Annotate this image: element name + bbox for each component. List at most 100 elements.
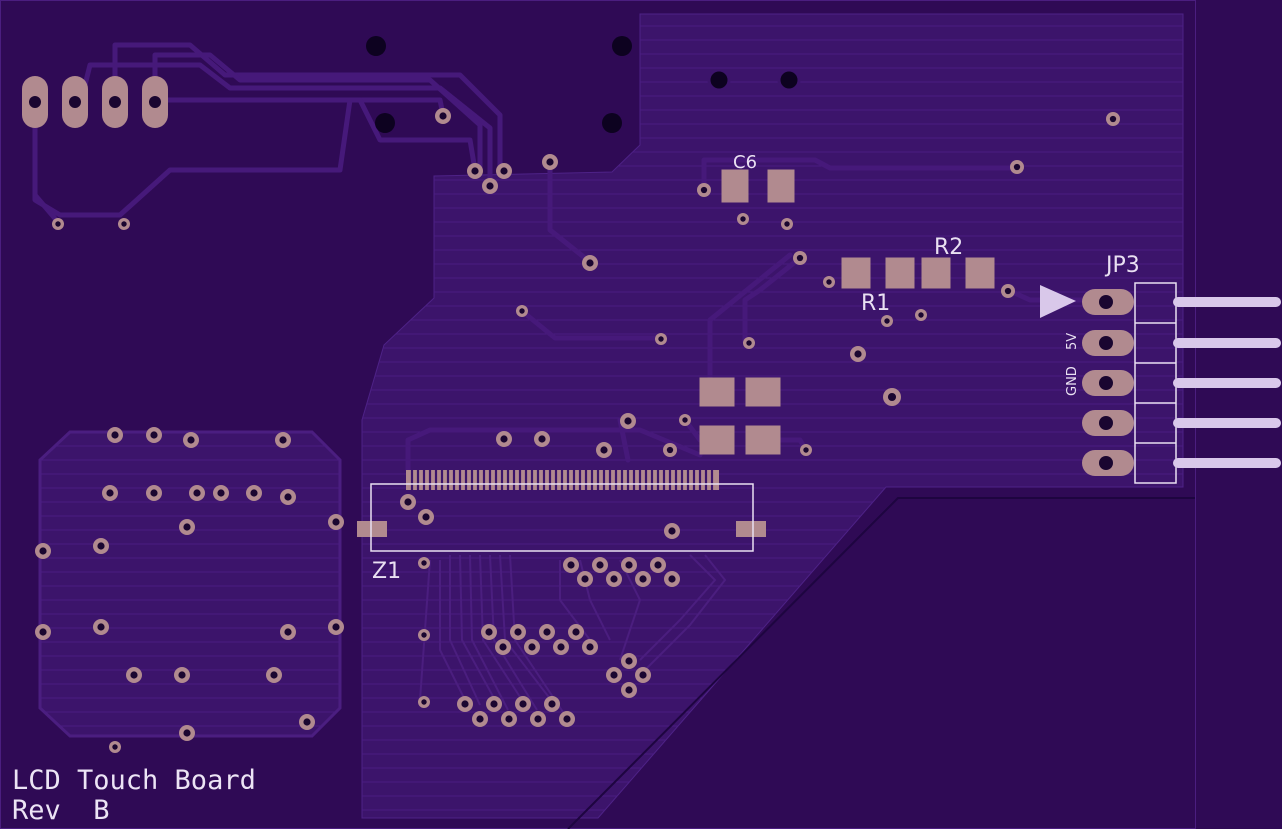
via-drill: [97, 542, 105, 550]
r1-label: R1: [861, 291, 890, 316]
via-drill: [884, 318, 890, 324]
jp3-label: JP3: [1104, 253, 1140, 278]
c6-pad-2: [767, 169, 795, 203]
vias: [35, 108, 1120, 753]
via-drill: [666, 446, 674, 454]
pin1-indicator-icon: [1040, 285, 1076, 318]
via-drill: [476, 715, 484, 723]
via-drill: [567, 561, 575, 569]
smd-pads: [699, 169, 995, 455]
via-drill: [183, 729, 191, 737]
via-drill: [668, 575, 676, 583]
via-drill: [538, 435, 546, 443]
via-drill: [187, 436, 195, 444]
via-drill: [39, 628, 47, 636]
via-drill: [586, 259, 594, 267]
via-drill: [332, 518, 340, 526]
z1-outline: [370, 483, 754, 552]
via-drill: [97, 623, 105, 631]
r2-pad-1: [921, 257, 951, 289]
via-drill: [112, 744, 118, 750]
via-drill: [625, 657, 633, 665]
board-title: LCD Touch Board: [12, 765, 256, 796]
via-drill: [486, 182, 494, 190]
via-drill: [111, 431, 119, 439]
via-drill: [546, 158, 554, 166]
via-drill: [596, 561, 604, 569]
jp3-pads: [1082, 289, 1134, 476]
via-drill: [610, 575, 618, 583]
via-drill: [404, 498, 412, 506]
via-drill: [514, 628, 522, 636]
copper-pour: [38, 13, 1184, 819]
via-drill: [421, 699, 427, 705]
via-drill: [150, 431, 158, 439]
via-drill: [654, 561, 662, 569]
pin-label-gnd: GND: [1065, 366, 1080, 396]
via-drill: [471, 167, 479, 175]
via-drill: [803, 447, 809, 453]
via-drill: [668, 527, 676, 535]
left-connector-pads: [22, 76, 168, 128]
via-drill: [543, 628, 551, 636]
via-drill: [1013, 163, 1021, 171]
via-drill: [270, 671, 278, 679]
via-drill: [740, 216, 746, 222]
via-drill: [505, 715, 513, 723]
via-drill: [121, 221, 127, 227]
via-drill: [548, 700, 556, 708]
c6-pad-1: [721, 169, 749, 203]
via-drill: [332, 623, 340, 631]
via-drill: [422, 513, 430, 521]
smd-pad-a: [699, 377, 735, 407]
board-revision: Rev B: [12, 795, 110, 826]
via-drill: [519, 700, 527, 708]
via-drill: [284, 628, 292, 636]
via-drill: [499, 643, 507, 651]
via-drill: [279, 436, 287, 444]
z1-connector-pads: [357, 470, 766, 537]
via-drill: [485, 628, 493, 636]
traces: [32, 42, 1103, 473]
jp3-pins: [1173, 297, 1281, 468]
via-drill: [600, 446, 608, 454]
via-drill: [1109, 115, 1117, 123]
via-drill: [217, 489, 225, 497]
via-drill: [746, 340, 752, 346]
via-drill: [461, 700, 469, 708]
via-drill: [193, 489, 201, 497]
via-drill: [150, 489, 158, 497]
z1-label: Z1: [372, 559, 401, 584]
via-drill: [625, 686, 633, 694]
via-drill: [887, 392, 897, 402]
smd-pad-b: [745, 377, 781, 407]
via-drill: [557, 643, 565, 651]
via-drill: [528, 643, 536, 651]
smd-pad-c: [699, 425, 735, 455]
via-drill: [500, 167, 508, 175]
via-drill: [1004, 287, 1012, 295]
pin-label-5v: 5V: [1065, 333, 1080, 350]
via-drill: [130, 671, 138, 679]
via-drill: [439, 112, 447, 120]
via-drill: [586, 643, 594, 651]
via-drill: [183, 523, 191, 531]
via-drill: [625, 561, 633, 569]
via-drill: [572, 628, 580, 636]
via-drill: [639, 575, 647, 583]
r2-pad-2: [965, 257, 995, 289]
via-drill: [918, 312, 924, 318]
via-drill: [784, 221, 790, 227]
board-edge-line: [567, 497, 1195, 829]
via-drill: [250, 489, 258, 497]
via-drill: [284, 493, 292, 501]
via-drill: [421, 632, 427, 638]
via-drill: [826, 279, 832, 285]
via-drill: [854, 350, 862, 358]
via-drill: [624, 417, 632, 425]
via-drill: [303, 718, 311, 726]
via-drill: [39, 547, 47, 555]
via-drill: [563, 715, 571, 723]
via-drill: [700, 186, 708, 194]
